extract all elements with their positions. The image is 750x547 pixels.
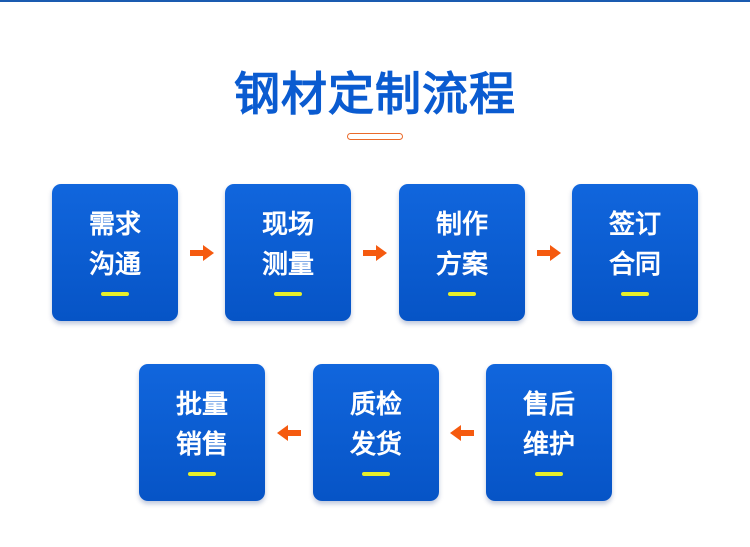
step-production-plan: 制作 方案 bbox=[399, 184, 525, 321]
title-underline-decoration bbox=[347, 133, 403, 140]
step-label: 维护 bbox=[522, 430, 575, 460]
step-underline bbox=[101, 292, 129, 296]
step-label: 方案 bbox=[435, 250, 488, 280]
arrow-left-icon bbox=[277, 425, 301, 441]
step-label: 需求 bbox=[88, 210, 141, 240]
step-label: 销售 bbox=[175, 430, 228, 460]
step-underline bbox=[274, 292, 302, 296]
step-sign-contract: 签订 合同 bbox=[572, 184, 698, 321]
top-border bbox=[0, 0, 750, 2]
step-bulk-sales: 批量 销售 bbox=[139, 364, 265, 501]
step-after-sales: 售后 维护 bbox=[486, 364, 612, 501]
step-label: 沟通 bbox=[88, 250, 141, 280]
step-label: 批量 bbox=[175, 390, 228, 420]
step-site-measurement: 现场 测量 bbox=[225, 184, 351, 321]
arrow-right-icon bbox=[190, 245, 214, 261]
step-label: 合同 bbox=[608, 250, 661, 280]
step-label: 质检 bbox=[349, 390, 402, 420]
arrow-left-icon bbox=[450, 425, 474, 441]
step-underline bbox=[188, 472, 216, 476]
step-label: 售后 bbox=[522, 390, 575, 420]
step-label: 测量 bbox=[261, 250, 314, 280]
step-label: 现场 bbox=[261, 210, 314, 240]
step-inspection-shipping: 质检 发货 bbox=[313, 364, 439, 501]
step-underline bbox=[621, 292, 649, 296]
step-requirement-communication: 需求 沟通 bbox=[52, 184, 178, 321]
page-title: 钢材定制流程 bbox=[234, 67, 516, 121]
step-underline bbox=[362, 472, 390, 476]
step-label: 签订 bbox=[608, 210, 661, 240]
arrow-right-icon bbox=[537, 245, 561, 261]
step-underline bbox=[448, 292, 476, 296]
step-underline bbox=[535, 472, 563, 476]
step-label: 制作 bbox=[435, 210, 488, 240]
step-label: 发货 bbox=[349, 430, 402, 460]
arrow-right-icon bbox=[363, 245, 387, 261]
